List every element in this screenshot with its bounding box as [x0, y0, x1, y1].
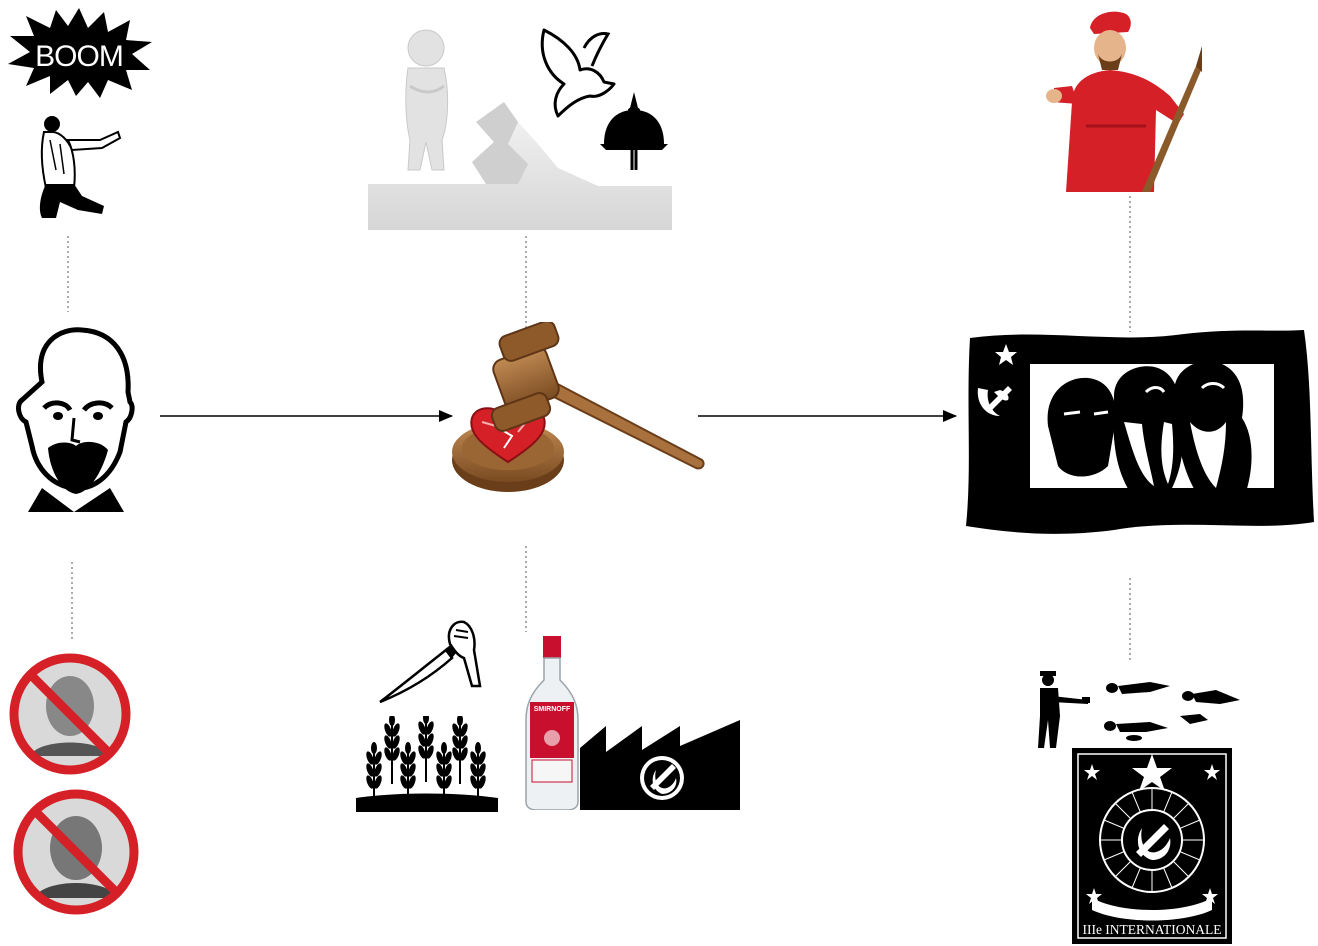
lenin-portrait-icon — [12, 322, 140, 512]
knife-icon — [376, 616, 486, 708]
soviet-flag-icon — [964, 326, 1316, 540]
third-international-poster-icon — [1072, 748, 1232, 944]
pickelhaube-icon — [596, 92, 672, 172]
kneeling-orator-icon — [30, 110, 126, 222]
poster-title: IIIe INTERNATIONALE — [1072, 922, 1232, 938]
factory-icon — [580, 720, 742, 810]
vodka-brand-label: SMIRNOFF — [530, 706, 574, 713]
red-soldier-poster-icon — [1046, 6, 1202, 192]
wheat-field-icon — [356, 716, 498, 812]
crossed-out-portrait-icon — [6, 652, 134, 776]
vodka-bottle: SMIRNOFF — [522, 636, 582, 810]
vodka-bottle-icon — [522, 636, 582, 810]
boom-burst: BOOM — [4, 6, 154, 98]
gavel-broken-heart-icon — [452, 322, 710, 502]
third-international-poster: IIIe INTERNATIONALE — [1072, 748, 1232, 944]
firing-squad-icon — [1030, 668, 1244, 752]
crossed-out-portrait-icon — [10, 786, 142, 918]
boom-text: BOOM — [4, 40, 154, 74]
